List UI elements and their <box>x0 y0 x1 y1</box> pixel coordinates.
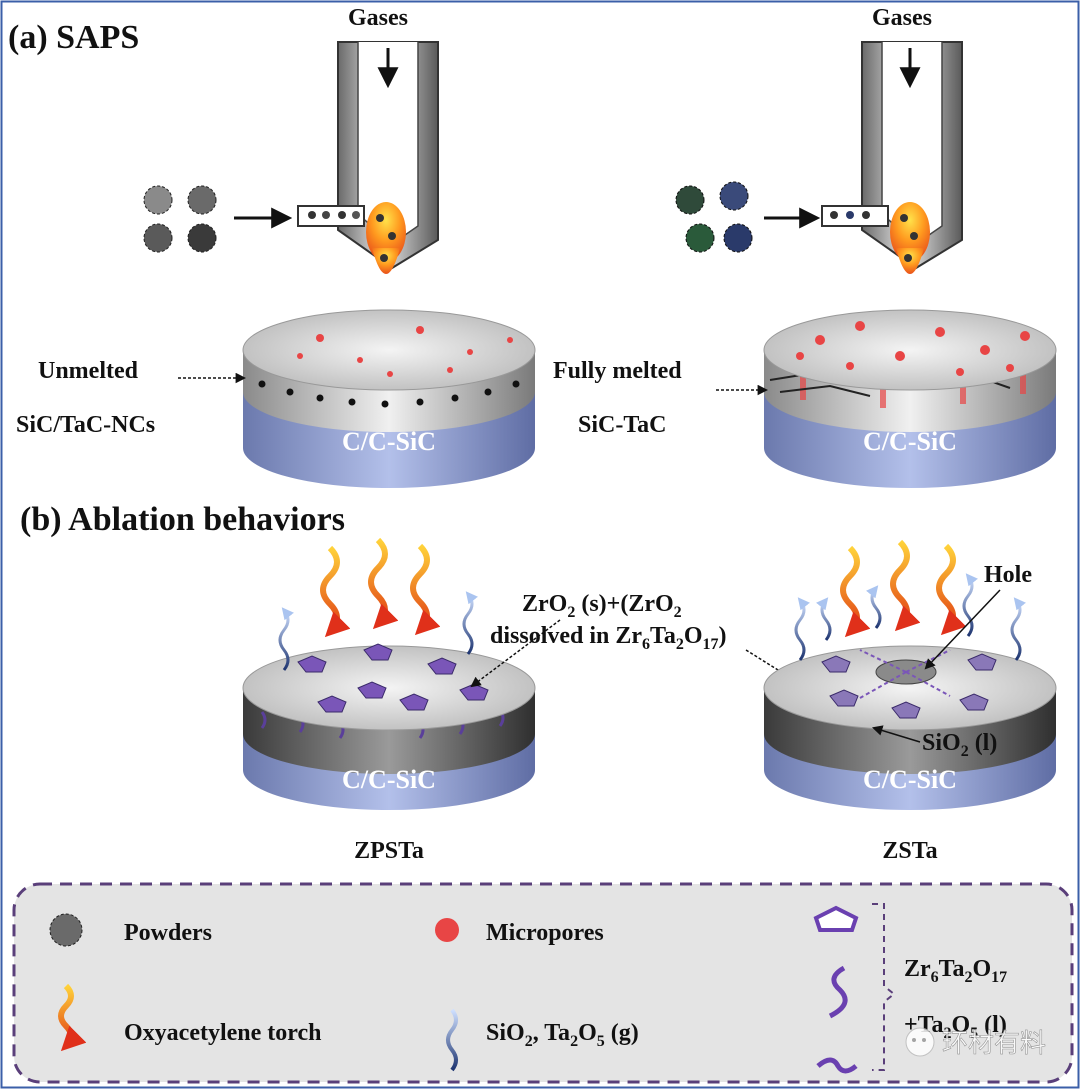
torch-arrows-left <box>323 540 427 632</box>
substrate-label-b-right: C/C-SiC <box>863 765 957 794</box>
panel-a-title: (a) SAPS <box>8 19 139 56</box>
substrate-label-a-right: C/C-SiC <box>863 427 957 456</box>
powder-cluster-right <box>676 182 752 252</box>
annotation-fully-melted-line2: SiC-TaC <box>578 412 666 438</box>
legend-powders-label: Powders <box>124 920 212 946</box>
annotation-unmelted-line2: SiC/TaC-NCs <box>16 412 155 438</box>
legend-torch-label: Oxyacetylene torch <box>124 1020 322 1046</box>
micropore-icon <box>435 918 459 942</box>
powders-icon <box>50 914 82 946</box>
torch-arrows-right <box>843 542 953 632</box>
gas-label-left: Gases <box>348 5 408 31</box>
legend-micropores-label: Micropores <box>486 920 604 946</box>
disk-a-left: C/C-SiC <box>243 310 535 488</box>
hole-label: Hole <box>984 562 1032 588</box>
panel-b-title: (b) Ablation behaviors <box>20 501 345 538</box>
disk-a-right: C/C-SiC <box>764 310 1056 488</box>
annotation-unmelted-line1: Unmelted <box>38 358 139 384</box>
powder-cluster-left <box>144 186 216 252</box>
gas-label-right: Gases <box>872 5 932 31</box>
spray-gun-left: Gases <box>298 5 438 274</box>
spray-gun-right: Gases <box>822 5 962 274</box>
substrate-label-a-left: C/C-SiC <box>342 427 436 456</box>
watermark-text: 环材有料 <box>942 1029 1046 1059</box>
watermark: 环材有料 <box>906 1028 1046 1059</box>
annotation-fully-melted-line1: Fully melted <box>553 358 682 384</box>
sio2-label: SiO2 (l) <box>922 730 997 760</box>
callout-zro2-line2: dissolved in Zr6Ta2O17) <box>490 623 727 653</box>
disk-b-right: C/C-SiC <box>764 646 1056 810</box>
substrate-label-b-left: C/C-SiC <box>342 765 436 794</box>
sample-label-zsta: ZSTa <box>882 838 937 864</box>
legend-gas-label: SiO2, Ta2O5 (g) <box>486 1020 639 1050</box>
callout-zro2-line1: ZrO2 (s)+(ZrO2 <box>522 591 682 621</box>
disk-b-left: C/C-SiC <box>243 644 535 810</box>
sample-label-zpsta: ZPSTa <box>354 838 424 864</box>
